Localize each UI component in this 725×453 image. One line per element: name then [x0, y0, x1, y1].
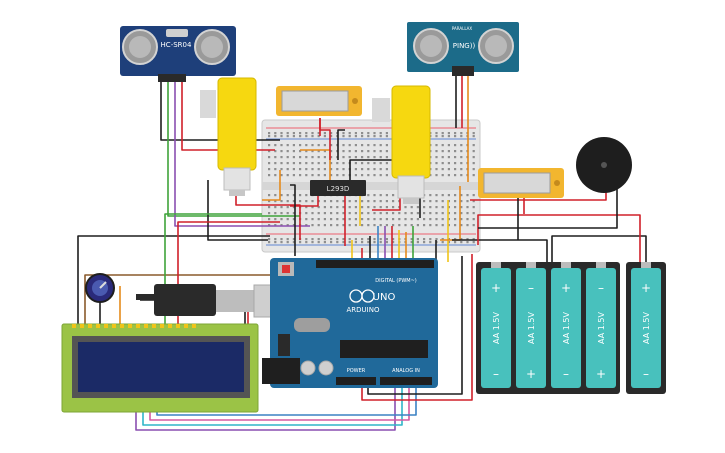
- chip-label: L293D: [327, 185, 350, 193]
- breadboard-holes: [268, 132, 475, 244]
- battery-terminal-bottom: –: [563, 367, 569, 381]
- battery-terminal-bottom: –: [643, 367, 649, 381]
- battery-cell: + – AA 1.5V: [631, 262, 661, 388]
- battery-terminal-bottom: –: [493, 367, 499, 381]
- analog-label: ANALOG IN: [392, 368, 420, 374]
- battery-pack-4xAA: + – AA 1.5V – + AA 1.5V + – AA 1.5V – + AA 1.5V: [476, 262, 620, 394]
- battery-cell: + – AA 1.5V: [551, 262, 581, 388]
- battery-terminal-bottom: +: [526, 367, 536, 381]
- battery-pack-1xAA: + – AA 1.5V: [626, 262, 666, 394]
- battery-cell: + – AA 1.5V: [481, 262, 511, 388]
- battery-cell: – + AA 1.5V: [586, 262, 616, 388]
- l293d-chip: L293D: [310, 180, 366, 196]
- arduino-brand: ARDUINO: [347, 306, 380, 314]
- battery-cell-label: AA 1.5V: [527, 312, 536, 344]
- lcd-pins: [72, 324, 196, 328]
- hc-sr04-sensor: HC-SR04: [120, 26, 236, 82]
- battery-terminal-bottom: +: [596, 367, 606, 381]
- battery-cell-label: AA 1.5V: [642, 312, 651, 344]
- battery-cell-label: AA 1.5V: [597, 312, 606, 344]
- battery-terminal-top: –: [598, 281, 604, 295]
- battery-terminal-top: +: [641, 281, 651, 295]
- battery-terminal-top: +: [491, 281, 501, 295]
- arduino-model: UNO: [373, 292, 396, 303]
- small-display-top: [276, 86, 362, 116]
- dc-motor-right: [372, 85, 431, 204]
- ping-sensor: PARALLAX PING)): [407, 22, 519, 76]
- hc-sr04-label: HC-SR04: [161, 41, 192, 49]
- battery-cell-label: AA 1.5V: [492, 312, 501, 344]
- wires: [77, 76, 647, 431]
- dc-motor-left: [200, 77, 257, 196]
- piezo-buzzer: [576, 137, 632, 193]
- ping-small-label: PARALLAX: [452, 26, 473, 31]
- battery-terminal-top: –: [528, 281, 534, 295]
- lcd-16x2: [61, 323, 259, 413]
- battery-cell-label: AA 1.5V: [562, 312, 571, 344]
- ping-label: PING)): [453, 42, 476, 50]
- small-display-right: [478, 168, 564, 198]
- power-label: POWER: [347, 368, 366, 374]
- digital-header-label: DIGITAL (PWM~): [375, 278, 417, 284]
- arduino-uno: DIGITAL (PWM~) UNO ARDUINO POWER ANALOG …: [262, 258, 438, 388]
- battery-terminal-top: +: [561, 281, 571, 295]
- potentiometer: [85, 273, 115, 303]
- battery-cell: – + AA 1.5V: [516, 262, 546, 388]
- usb-cable: [136, 284, 279, 318]
